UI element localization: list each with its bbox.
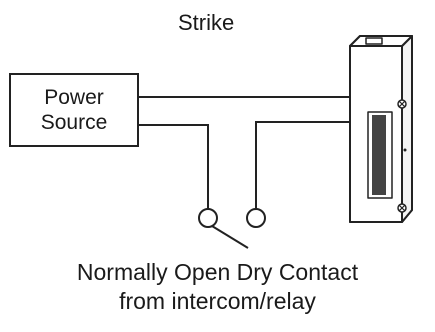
wire-to-contact-right (255, 121, 350, 210)
contact-terminal-right (246, 208, 266, 228)
contact-caption: Normally Open Dry Contact from intercom/… (0, 258, 435, 316)
power-source-line1: Power (44, 85, 104, 109)
power-source-box (9, 73, 139, 147)
electric-strike-icon (349, 35, 413, 223)
caption-line1: Normally Open Dry Contact (76, 259, 359, 285)
caption-line2: from intercom/relay (119, 287, 316, 314)
power-source-line2: Source (40, 111, 108, 134)
strike-label: Strike (178, 10, 235, 35)
wire-to-contact-left (138, 124, 209, 210)
power-source-label: Power Source (10, 74, 138, 146)
switch-lever (211, 225, 249, 249)
contact-terminal-left (198, 208, 218, 228)
